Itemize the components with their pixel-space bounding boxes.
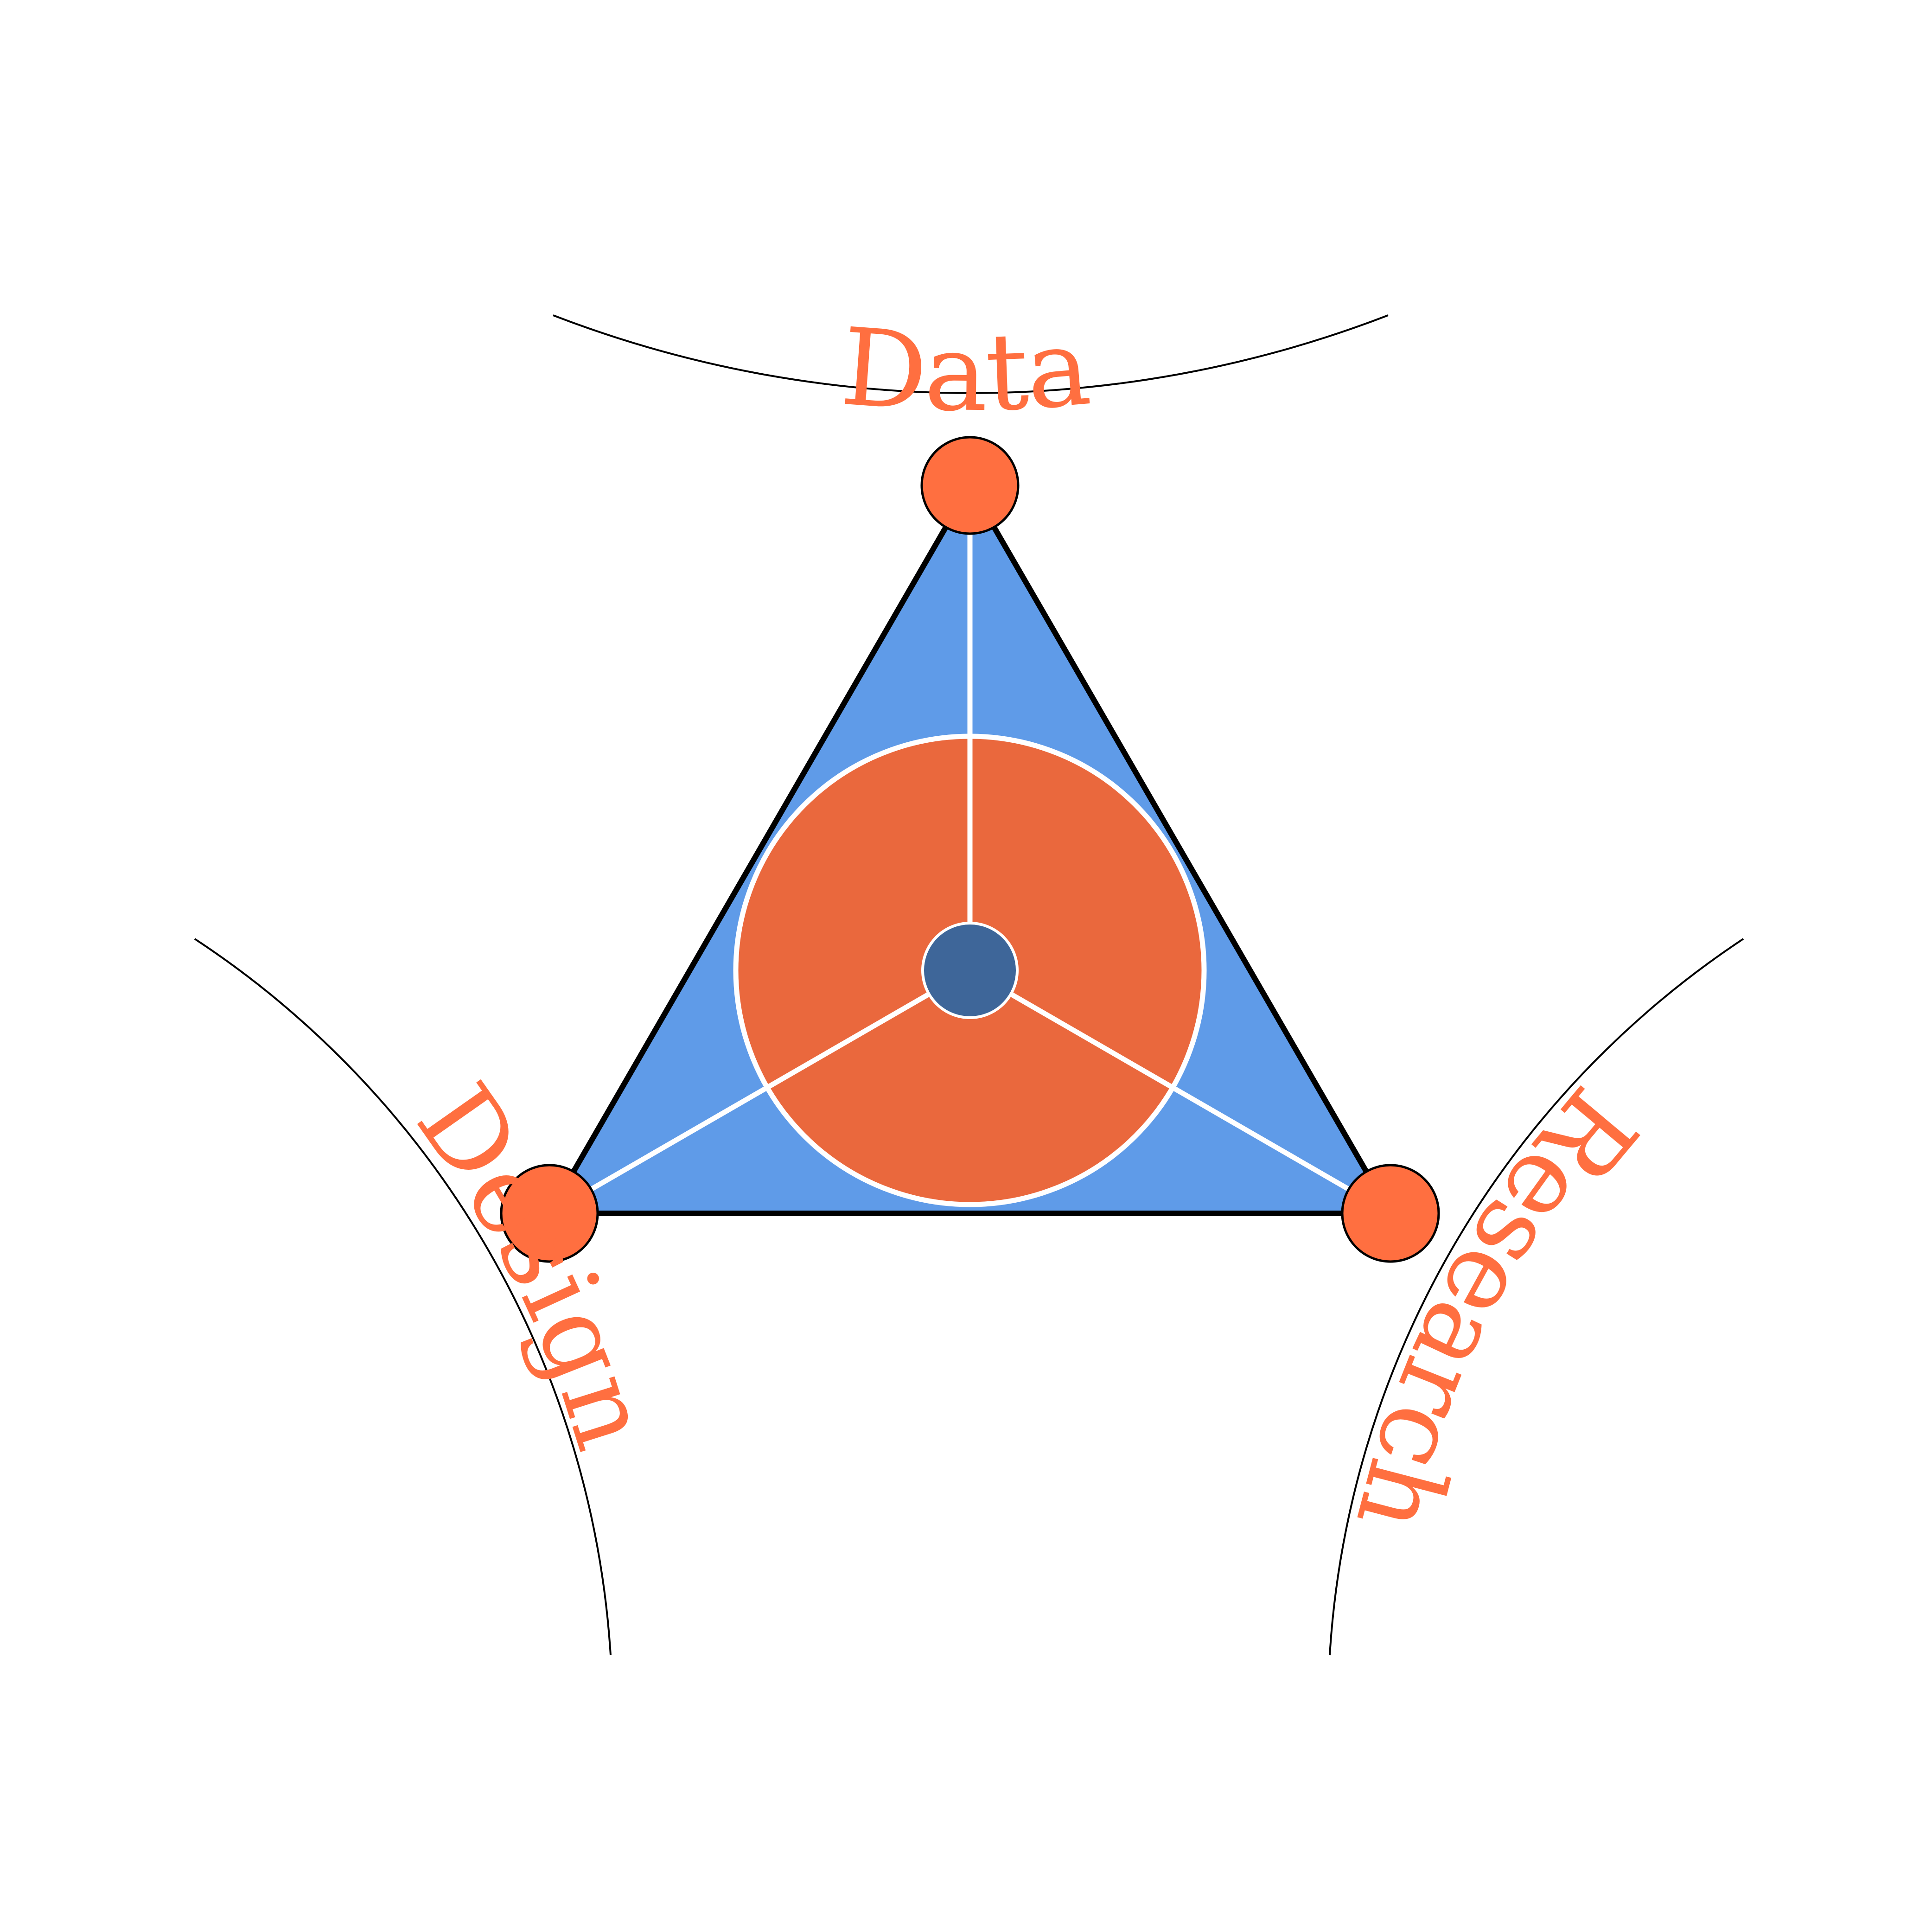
spoke-right	[969, 968, 1392, 1216]
arc-top	[553, 314, 1389, 394]
node-top	[920, 436, 1020, 535]
spoke-left	[548, 968, 971, 1216]
center-dot	[921, 922, 1019, 1019]
node-right	[1341, 1164, 1440, 1263]
label-right: Research	[1332, 1065, 1660, 1545]
label-top: Data	[837, 305, 1095, 435]
arc-left	[194, 938, 612, 1656]
node-left	[500, 1164, 599, 1263]
arc-right	[1329, 938, 1744, 1656]
